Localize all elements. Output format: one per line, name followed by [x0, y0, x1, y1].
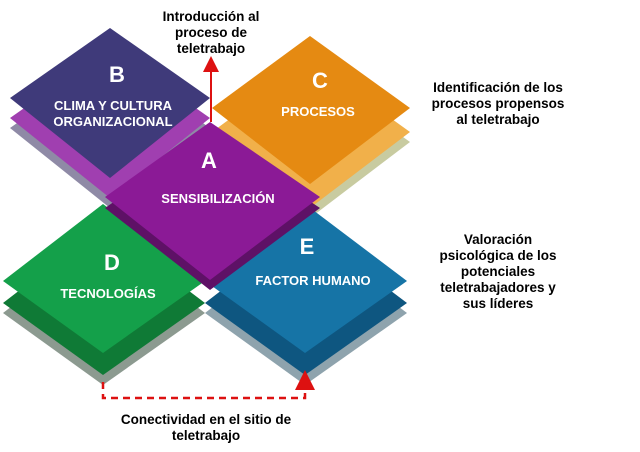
note-human-factor: Valoración psicológica de los potenciale… — [439, 232, 557, 311]
tile-d-letter: D — [104, 250, 120, 275]
tile-c: C PROCESOS — [212, 36, 410, 218]
tile-b-letter: B — [109, 62, 125, 87]
note-processes: Identificación de los procesos propensos… — [431, 80, 565, 127]
tile-c-label: PROCESOS — [281, 104, 355, 119]
connectivity-connector — [101, 370, 315, 400]
tile-c-letter: C — [312, 68, 328, 93]
note-introduction: Introducción al proceso de teletrabajo — [162, 9, 260, 56]
tile-a: A SENSIBILIZACIÓN — [105, 122, 320, 290]
tile-b-top — [10, 28, 210, 178]
tile-d-label: TECNOLOGÍAS — [60, 286, 156, 301]
tile-c-top — [212, 36, 410, 184]
tile-a-letter: A — [201, 148, 217, 173]
tile-e-letter: E — [300, 234, 315, 259]
tile-e-label: FACTOR HUMANO — [255, 273, 370, 288]
tile-e: E FACTOR HUMANO — [205, 204, 407, 385]
tile-b-label-line1: CLIMA Y CULTURA — [54, 98, 173, 113]
tile-a-top — [105, 122, 320, 280]
tile-a-label: SENSIBILIZACIÓN — [161, 191, 274, 206]
tile-b: B CLIMA Y CULTURA ORGANIZACIONAL — [10, 28, 210, 208]
note-connectivity: Conectividad en el sitio de teletrabajo — [120, 412, 292, 443]
tile-d: D TECNOLOGÍAS — [3, 204, 205, 385]
tile-d-top — [3, 204, 205, 353]
tile-e-top — [205, 204, 407, 353]
tile-b-label-line2: ORGANIZACIONAL — [53, 114, 172, 129]
